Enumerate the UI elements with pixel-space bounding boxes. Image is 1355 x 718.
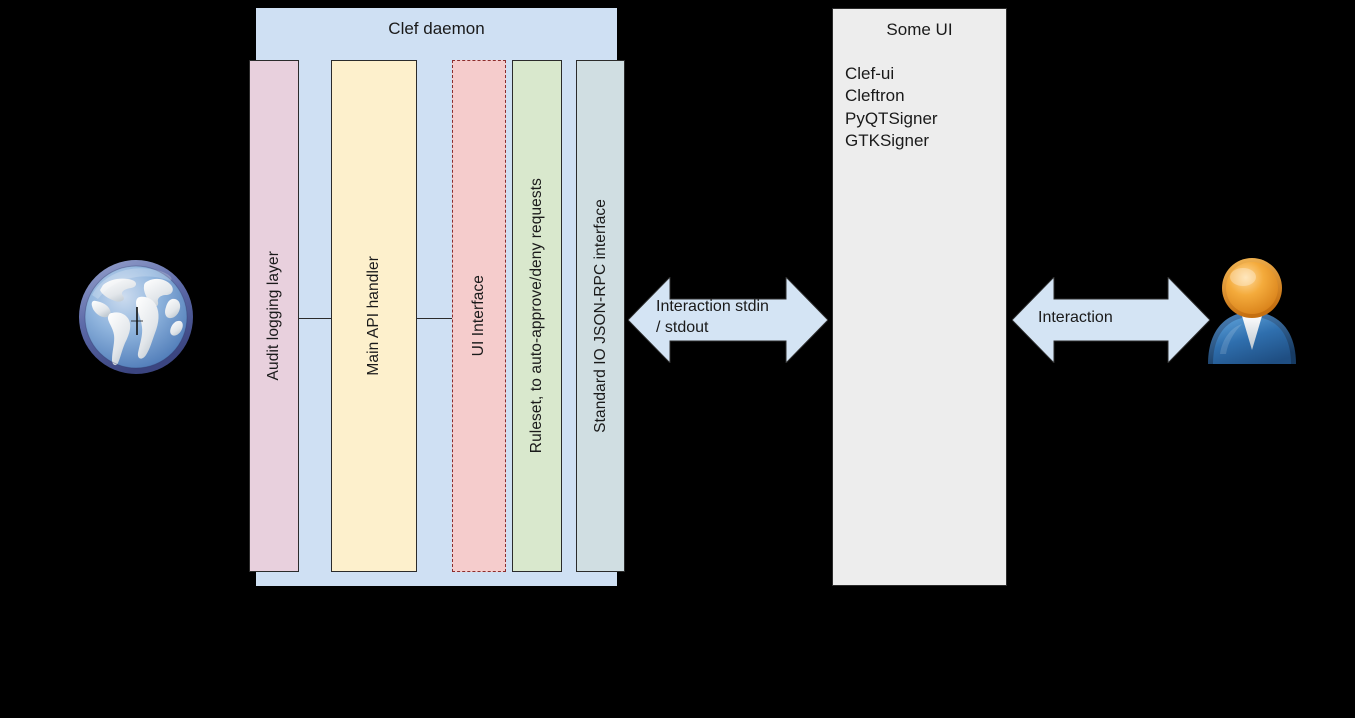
some-ui-box: Some UI Clef-ui Cleftron PyQTSigner GTKS… <box>832 8 1007 586</box>
list-item: PyQTSigner <box>845 108 938 128</box>
pillar-label: Audit logging layer <box>265 251 282 381</box>
pillar-label: Main API handler <box>365 256 382 376</box>
clef-daemon-container <box>256 8 617 586</box>
pillar-main-api-handler: Main API handler <box>331 60 417 572</box>
globe-icon <box>74 255 198 379</box>
pillar-standard-io-jsonrpc-interface: Standard IO JSON-RPC interface <box>576 60 625 572</box>
pillar-audit-logging-layer: Audit logging layer <box>249 60 299 572</box>
list-item: GTKSigner <box>845 130 930 150</box>
arrow-clef-to-some-ui <box>628 277 828 363</box>
pillar-label: Standard IO JSON-RPC interface <box>591 199 609 433</box>
pillar-ruleset: Ruleset, to auto-approve/deny requests <box>512 60 562 572</box>
pillar-label: UI Interface <box>470 275 487 357</box>
some-ui-list: Clef-ui Cleftron PyQTSigner GTKSigner <box>845 63 938 152</box>
clef-daemon-title: Clef daemon <box>388 19 485 38</box>
list-item: Cleftron <box>845 86 905 106</box>
list-item: Clef-ui <box>845 64 895 83</box>
pillar-ui-interface: UI Interface <box>452 60 506 572</box>
arrow-some-ui-to-user <box>1012 277 1210 363</box>
pillar-label: Ruleset, to auto-approve/deny requests <box>528 178 545 454</box>
user-icon <box>1204 254 1300 364</box>
some-ui-title: Some UI <box>886 20 953 39</box>
arrow-label-interaction: Interaction <box>1038 309 1113 326</box>
arrow-label-interaction-stdio: Interaction stdin / stdout <box>656 298 769 336</box>
connector-line-audit-api <box>299 318 331 319</box>
connector-line-api-ui <box>417 318 452 319</box>
